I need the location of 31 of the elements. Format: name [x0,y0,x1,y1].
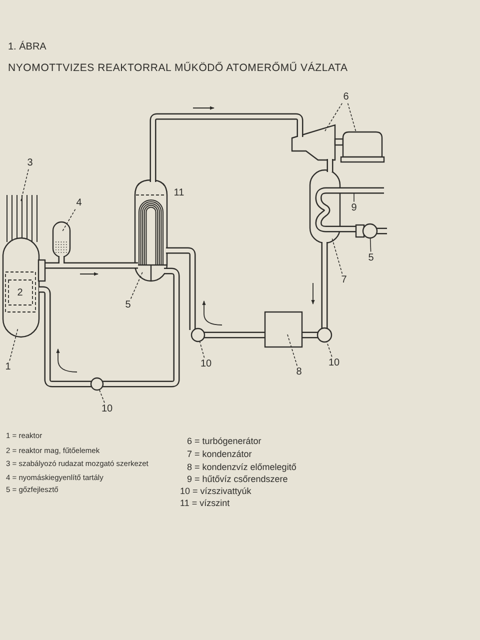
leader-line [370,238,372,252]
leader-line [199,341,205,358]
leader-line [324,102,342,132]
key-entry: 10 = vízszivattyúk [180,486,252,496]
pump-symbol [362,223,378,239]
callout-number: 2 [16,288,24,298]
callout-number: 10 [199,358,213,370]
callout-number: 8 [295,366,303,378]
callout-number: 5 [124,300,132,310]
callout-number: 5 [367,252,375,264]
pump-symbol [316,327,332,343]
leader-line [347,102,356,132]
title: NYOMOTTVIZES REAKTORRAL MŰKÖDŐ ATOMERŐMŰ VÁZLATA [8,63,348,75]
leader-line [286,332,298,366]
callout-number: 6 [342,92,350,102]
callout-number: 1 [4,362,12,372]
pump-symbol [90,377,104,391]
key-entry: 7 = kondenzátor [187,450,252,460]
key-entry: 8 = kondenzvíz előmelegitő [187,463,296,473]
leader-line [20,168,29,202]
leader-line [9,328,18,362]
key-entry: 11 = vízszint [180,498,230,508]
callout-number: 3 [26,158,34,168]
key-entry: 6 = turbógenerátor [187,437,262,447]
callout-number: 10 [100,404,114,414]
callout-number: 10 [327,358,341,368]
pump-symbol [190,328,206,342]
leader-line [326,342,332,358]
figure-number: 1. ÁBRA [8,42,46,52]
key-entry: 9 = hűtővíz csőrendszere [187,475,288,485]
leader-line [99,390,105,404]
